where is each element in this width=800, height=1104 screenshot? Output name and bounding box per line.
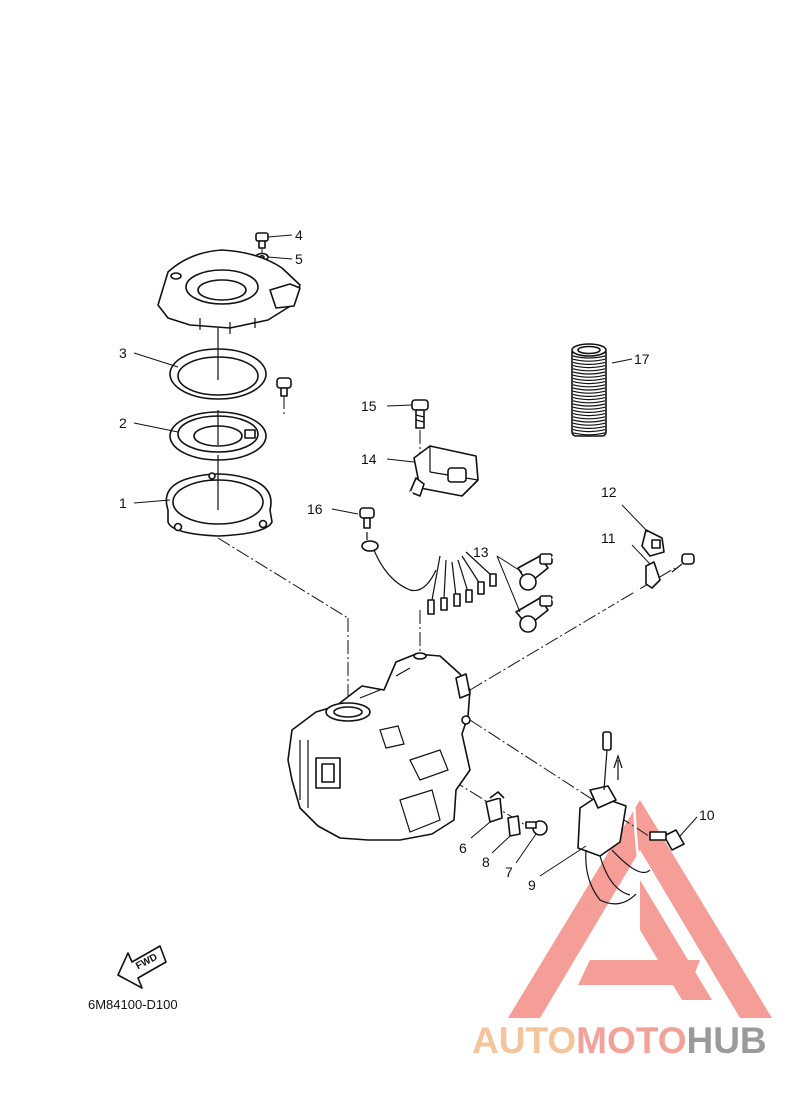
part-9-ignition-coil bbox=[577, 731, 651, 905]
tube-rib bbox=[572, 368, 606, 372]
callout-1: 1 bbox=[119, 495, 127, 511]
part-11-clamp bbox=[645, 553, 695, 589]
part-13-plug-caps bbox=[515, 549, 664, 871]
tube-rib bbox=[572, 377, 606, 381]
tube-rib bbox=[572, 419, 606, 423]
tube-rib bbox=[572, 422, 606, 426]
tube-rib bbox=[572, 397, 606, 401]
tube-rib bbox=[572, 425, 606, 429]
tube-rib bbox=[572, 432, 606, 436]
callout-15: 15 bbox=[361, 398, 377, 414]
callout-12: 12 bbox=[601, 484, 617, 500]
part-6-bracket bbox=[485, 791, 505, 823]
watermark-part-hub: HUB bbox=[686, 1020, 767, 1061]
callout-6: 6 bbox=[459, 840, 467, 856]
part-10-bolt bbox=[649, 829, 685, 851]
part-3-ring bbox=[169, 328, 267, 400]
callout-3: 3 bbox=[119, 345, 127, 361]
callout-5: 5 bbox=[295, 251, 303, 267]
callout-8: 8 bbox=[482, 854, 490, 870]
callout-10: 10 bbox=[699, 807, 715, 823]
callout-17: 17 bbox=[634, 351, 650, 367]
tube-rib bbox=[572, 393, 606, 397]
screw-near-part-2 bbox=[276, 377, 292, 397]
part-4-bolt bbox=[255, 232, 269, 249]
fwd-arrow-icon: FWD bbox=[117, 945, 167, 989]
stator-base-cover bbox=[157, 249, 301, 334]
tube-rib bbox=[572, 381, 606, 385]
callout-7: 7 bbox=[505, 864, 513, 880]
callout-14: 14 bbox=[361, 451, 377, 467]
callout-16: 16 bbox=[307, 501, 323, 517]
callout-13: 13 bbox=[473, 544, 489, 560]
tube-rib bbox=[572, 387, 606, 391]
callout-11: 11 bbox=[601, 530, 616, 546]
engine-block bbox=[287, 652, 471, 841]
part-14-cdi-unit bbox=[371, 445, 497, 615]
callout-9: 9 bbox=[528, 877, 536, 893]
watermark-text: AUTOMOTOHUB bbox=[472, 1020, 767, 1062]
tube-rib bbox=[572, 390, 606, 394]
part-15-bolt bbox=[411, 399, 429, 429]
tube-rib bbox=[572, 413, 606, 417]
watermark-logo-triangle bbox=[508, 800, 772, 1018]
tube-rib bbox=[572, 361, 606, 365]
part-7-bolt bbox=[525, 820, 548, 836]
callout-4: 4 bbox=[295, 227, 303, 243]
tube-rib bbox=[572, 400, 606, 404]
leader-lines bbox=[133, 234, 698, 877]
part-17-corrugated-tube bbox=[571, 343, 607, 437]
tube-rib bbox=[572, 416, 606, 420]
tube-rib bbox=[572, 358, 606, 362]
part-2-plate bbox=[169, 410, 267, 461]
tube-rib bbox=[572, 384, 606, 388]
tube-rib bbox=[572, 409, 606, 413]
tube-rib bbox=[572, 371, 606, 375]
tube-rib bbox=[572, 429, 606, 433]
tube-rib bbox=[572, 403, 606, 407]
callout-2: 2 bbox=[119, 415, 127, 431]
tube-rib bbox=[572, 365, 606, 369]
diagram-code: 6M84100-D100 bbox=[88, 997, 178, 1012]
part-8-spacer bbox=[507, 815, 521, 837]
tube-rib bbox=[572, 374, 606, 378]
part-1-base-ring bbox=[165, 455, 273, 537]
tube-rib bbox=[572, 355, 606, 359]
tube-rib bbox=[572, 406, 606, 410]
callout-labels: 3 2 1 4 5 15 14 16 13 17 12 11 10 6 8 7 … bbox=[119, 227, 715, 893]
watermark-part-moto: MOTO bbox=[576, 1020, 687, 1061]
part-16-bolt bbox=[359, 507, 379, 552]
watermark-part-auto: AUTO bbox=[472, 1020, 577, 1061]
part-12-clip bbox=[641, 529, 665, 557]
